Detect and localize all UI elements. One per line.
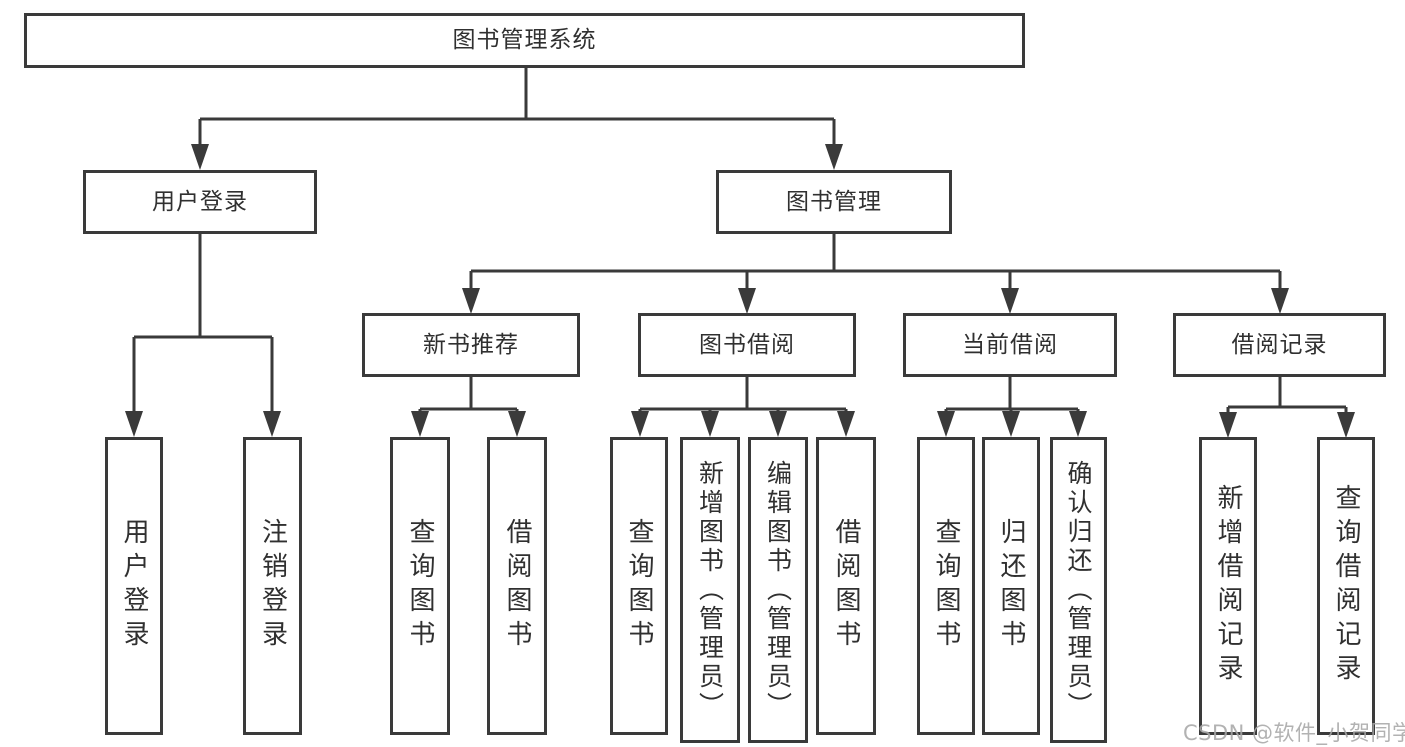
node-leaf-logout: 注销登录 <box>243 437 302 735</box>
node-leaf-query-books-recommend: 查询图书 <box>390 437 450 735</box>
node-leaf-add-borrow-record: 新增借阅记录 <box>1199 437 1257 735</box>
node-leaf-confirm-return-admin: 确认归还（管理员） <box>1050 437 1107 743</box>
node-leaf-query-books-recommend-label: 查询图书 <box>405 518 435 654</box>
node-leaf-confirm-return-admin-label: 确认归还（管理员） <box>1064 459 1093 721</box>
node-leaf-edit-books-admin-label: 编辑图书（管理员） <box>763 459 793 721</box>
node-leaf-logout-label: 注销登录 <box>257 518 288 654</box>
node-leaf-edit-books-admin: 编辑图书（管理员） <box>748 437 808 743</box>
node-book-borrowing: 图书借阅 <box>638 313 856 377</box>
node-leaf-query-borrow-record: 查询借阅记录 <box>1317 437 1375 735</box>
node-new-book-recommend-label: 新书推荐 <box>423 331 519 358</box>
node-leaf-query-books-borrowing: 查询图书 <box>610 437 668 735</box>
node-user-login: 用户登录 <box>83 170 317 234</box>
node-borrowing-records: 借阅记录 <box>1173 313 1386 377</box>
node-root-system: 图书管理系统 <box>24 13 1025 68</box>
node-leaf-query-borrow-record-label: 查询借阅记录 <box>1331 484 1361 688</box>
node-leaf-return-books: 归还图书 <box>982 437 1040 735</box>
arrowheads <box>125 144 1355 438</box>
node-leaf-query-books-current: 查询图书 <box>917 437 975 735</box>
node-user-login-label: 用户登录 <box>152 188 248 215</box>
node-leaf-borrow-books-borrowing-label: 借阅图书 <box>831 518 861 654</box>
csdn-watermark: CSDN @软件_小贺同学 <box>1183 721 1405 745</box>
node-leaf-borrow-books-recommend: 借阅图书 <box>487 437 547 735</box>
node-leaf-query-books-current-label: 查询图书 <box>931 518 961 654</box>
node-current-borrowing: 当前借阅 <box>903 313 1117 377</box>
node-leaf-user-login: 用户登录 <box>105 437 163 735</box>
node-borrowing-records-label: 借阅记录 <box>1231 331 1328 358</box>
node-leaf-add-books-admin: 新增图书（管理员） <box>680 437 740 743</box>
node-book-management: 图书管理 <box>716 170 952 234</box>
node-leaf-add-books-admin-label: 新增图书（管理员） <box>695 459 725 721</box>
node-leaf-borrow-books-borrowing: 借阅图书 <box>816 437 876 735</box>
node-new-book-recommend: 新书推荐 <box>362 313 580 377</box>
node-leaf-add-borrow-record-label: 新增借阅记录 <box>1213 484 1243 688</box>
node-leaf-query-books-borrowing-label: 查询图书 <box>624 518 654 654</box>
node-root-label: 图书管理系统 <box>452 27 597 53</box>
node-book-management-label: 图书管理 <box>786 188 882 215</box>
node-leaf-return-books-label: 归还图书 <box>996 518 1026 654</box>
node-leaf-borrow-books-recommend-label: 借阅图书 <box>502 518 532 654</box>
node-leaf-user-login-label: 用户登录 <box>119 518 149 654</box>
node-book-borrowing-label: 图书借阅 <box>699 331 795 358</box>
node-current-borrowing-label: 当前借阅 <box>962 331 1058 358</box>
